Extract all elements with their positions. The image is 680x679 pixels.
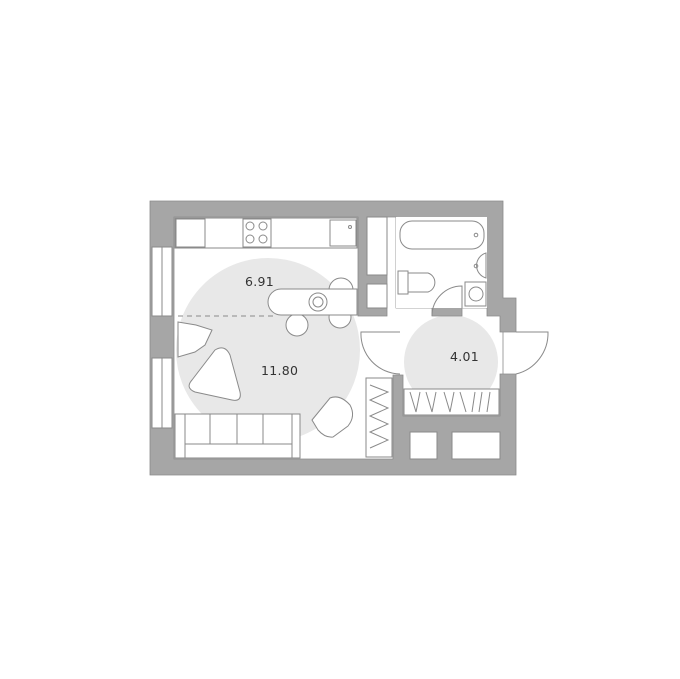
entrance-door: [515, 331, 549, 375]
rug: [188, 347, 241, 401]
area-label-hall: 4.01: [450, 349, 480, 364]
washbasin: [476, 252, 487, 279]
armchair: [311, 396, 354, 438]
plant: [177, 321, 213, 358]
wardrobe: [365, 377, 393, 458]
area-label-kitchen: 6.91: [245, 274, 275, 289]
shaft-left: [409, 431, 438, 460]
bathtub: [399, 220, 485, 250]
washing-machine: [464, 281, 487, 307]
furniture: [174, 217, 500, 459]
toilet: [397, 270, 436, 295]
closet-upper: [366, 216, 388, 276]
area-label-living: 11.80: [261, 363, 299, 378]
room-door: [360, 331, 401, 375]
windows: [151, 246, 173, 429]
closet-lower: [366, 283, 388, 309]
shaft-right: [451, 431, 501, 460]
bath-door: [431, 285, 463, 317]
doors: [360, 285, 549, 375]
sink: [329, 219, 357, 247]
hall-zone: [404, 315, 498, 409]
